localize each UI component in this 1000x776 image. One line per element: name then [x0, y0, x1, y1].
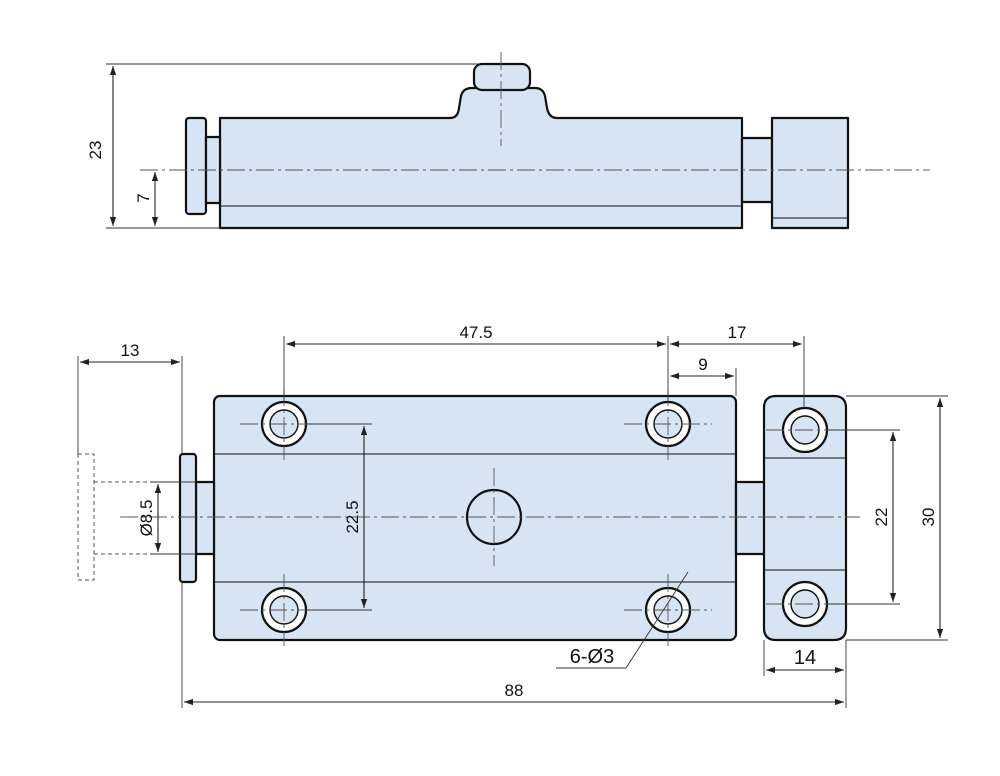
dim-text-bracket-offset: 17 — [728, 323, 747, 342]
front-view-bolt — [734, 480, 768, 556]
holes-leader-line — [625, 571, 689, 669]
front-view-bracket — [762, 394, 848, 642]
dim-text-bracket-height: 30 — [919, 508, 938, 527]
holes-note: 6-Ø3 — [570, 646, 614, 668]
dim-text-overall-length: 88 — [505, 681, 524, 700]
dim-text-top-offset: 7 — [134, 193, 153, 202]
dim-text-top-height: 23 — [86, 141, 105, 160]
front-view-pin-travel-hidden — [77, 453, 95, 581]
dim-text-bracket-gap: 9 — [698, 355, 707, 374]
front-view: 13 47.5 17 9 22.5 Ø8.5 22 30 — [77, 323, 948, 708]
dim-text-pin-diameter: Ø8.5 — [137, 500, 156, 537]
top-view-pin-head — [184, 116, 208, 216]
dim-text-bracket-hole-spacing: 22 — [872, 508, 891, 527]
front-view-pin-collar — [194, 480, 216, 556]
dim-text-bracket-width: 14 — [794, 647, 816, 669]
top-view-knob — [472, 62, 532, 92]
front-view-pin-head — [178, 452, 198, 584]
dim-text-hole-spacing-y: 22.5 — [343, 500, 362, 533]
dim-text-pin-travel: 13 — [121, 341, 140, 360]
top-view-bracket — [770, 116, 850, 230]
top-view-body — [218, 86, 744, 230]
dim-text-hole-spacing-x: 47.5 — [459, 323, 492, 342]
top-view: 23 7 — [86, 52, 930, 230]
